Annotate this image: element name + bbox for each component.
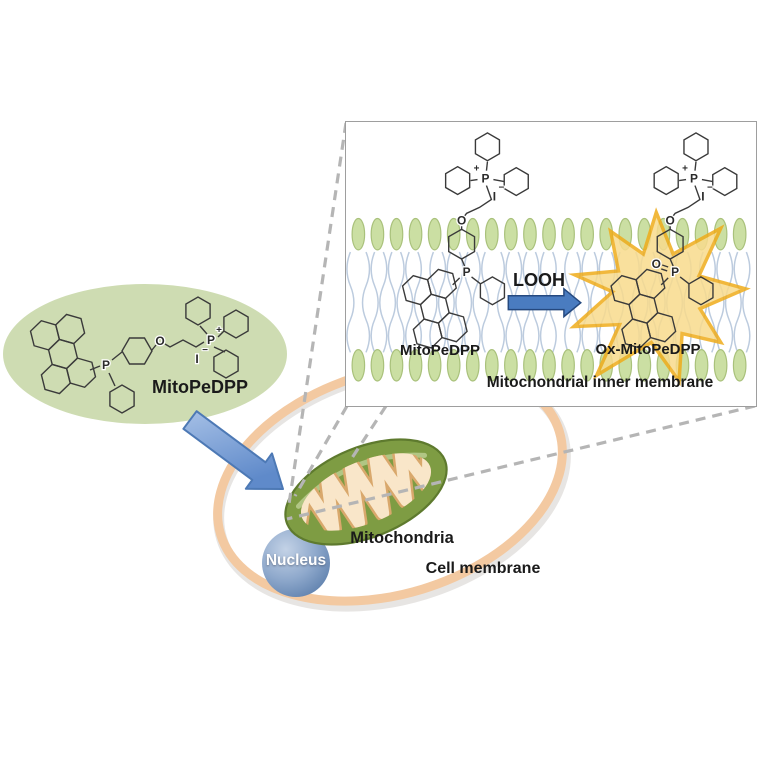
callout-line [286, 404, 756, 521]
perylene-core [610, 268, 677, 349]
inset-reduced-label: MitoPeDPP [399, 342, 480, 359]
phenyl-ring [653, 165, 679, 196]
phosphonium-p-label: P [690, 172, 698, 186]
callout-lines [286, 122, 756, 521]
callout-line [287, 122, 348, 505]
minus-charge: − [202, 345, 208, 356]
callout-line [350, 405, 388, 459]
phenylene-ring [656, 228, 684, 260]
nucleus-label: Nucleus [265, 552, 327, 569]
inner-membrane-caption: Mitochondrial inner membrane [486, 374, 714, 391]
phosphine-oxide-o-label: O [652, 257, 661, 271]
probe-ellipse [3, 284, 287, 424]
phenyl-ring [688, 276, 714, 306]
minus-charge: − [707, 183, 713, 194]
phenyl-ring [223, 309, 249, 339]
phenylene-ring [121, 337, 153, 365]
ether-o-label: O [457, 213, 466, 227]
reaction-arrow [507, 287, 582, 319]
callout-line [293, 405, 349, 497]
phenyl-ring [712, 166, 738, 197]
phenyl-ring [109, 384, 135, 414]
minus-charge: − [498, 183, 504, 194]
membrane-scene: P + I − O P [346, 132, 751, 387]
mitochondria-label: Mitochondria [350, 529, 454, 547]
iodide-label: I [701, 189, 704, 203]
phenyl-ring [185, 296, 211, 326]
targeting-arrow [182, 410, 284, 490]
cell-membrane-label: Cell membrane [425, 560, 541, 577]
looh-label: LOOH [513, 270, 565, 290]
phenyl-ring [683, 132, 709, 162]
probe-molecule: P O P + I − [29, 296, 249, 414]
perylene-core [29, 313, 97, 395]
nucleus [262, 529, 330, 597]
probe-label: MitoPeDPP [151, 377, 248, 397]
phenyl-ring [474, 132, 501, 162]
inset-oxidized-label: Ox-MitoPeDPP [595, 341, 701, 358]
oxidized-molecule: P + I − O P O [610, 132, 738, 349]
phenyl-ring [213, 349, 239, 379]
phosphine-p-label: P [102, 358, 110, 372]
ether-o-label: O [666, 213, 675, 227]
phosphonium-p-label: P [207, 333, 215, 347]
reduced-molecule: P + I − O P [401, 132, 529, 349]
phosphine-p-label: P [463, 265, 471, 279]
phenyl-ring [503, 166, 529, 197]
iodide-label: I [493, 189, 496, 203]
plus-charge: + [216, 325, 222, 336]
inset-membrane-panel: P + I − O P [345, 121, 757, 407]
phenyl-ring [444, 165, 471, 196]
ether-o-label: O [155, 334, 164, 348]
phenyl-ring [479, 276, 506, 306]
mitochondria [284, 438, 448, 546]
lipid-heads-bottom [351, 349, 747, 382]
iodide-label: I [195, 352, 198, 366]
fluorescence-starburst [568, 207, 751, 387]
phosphine-p-label: P [671, 265, 679, 279]
plus-charge: + [474, 164, 480, 175]
phosphonium-p-label: P [481, 172, 489, 186]
plus-charge: + [682, 164, 688, 175]
perylene-core [401, 268, 468, 349]
phenylene-ring [448, 228, 476, 260]
